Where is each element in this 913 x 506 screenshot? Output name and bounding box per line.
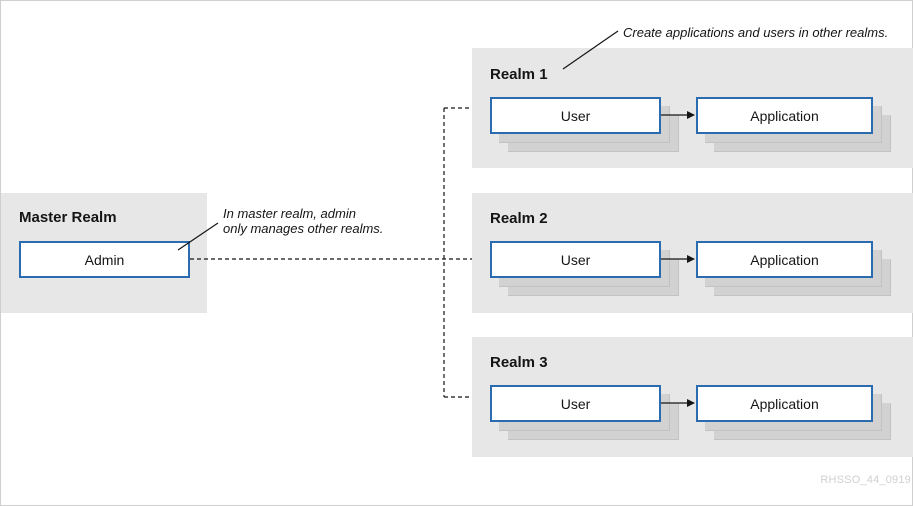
admin-box: Admin [19, 241, 190, 278]
realm-1-application-box: Application [696, 97, 873, 134]
realm-1-user-box: User [490, 97, 661, 134]
realm-2-title: Realm 2 [490, 210, 548, 227]
master-realm-note: In master realm, admin only manages othe… [223, 206, 383, 236]
realm-2-application-box: Application [696, 241, 873, 278]
realm-1-title: Realm 1 [490, 66, 548, 83]
master-note-pointer [177, 222, 219, 251]
realms-note: Create applications and users in other r… [623, 25, 889, 40]
realm-3-title: Realm 3 [490, 354, 548, 371]
master-realm-title: Master Realm [19, 209, 117, 226]
realm-3-application-box: Application [696, 385, 873, 422]
master-note-line2: only manages other realms. [223, 221, 384, 236]
master-note-line1: In master realm, admin [223, 206, 356, 221]
realms-note-pointer [562, 30, 619, 70]
realm-2-user-box: User [490, 241, 661, 278]
figure-id-watermark: RHSSO_44_0919 [820, 474, 911, 486]
realm-3-user-box: User [490, 385, 661, 422]
